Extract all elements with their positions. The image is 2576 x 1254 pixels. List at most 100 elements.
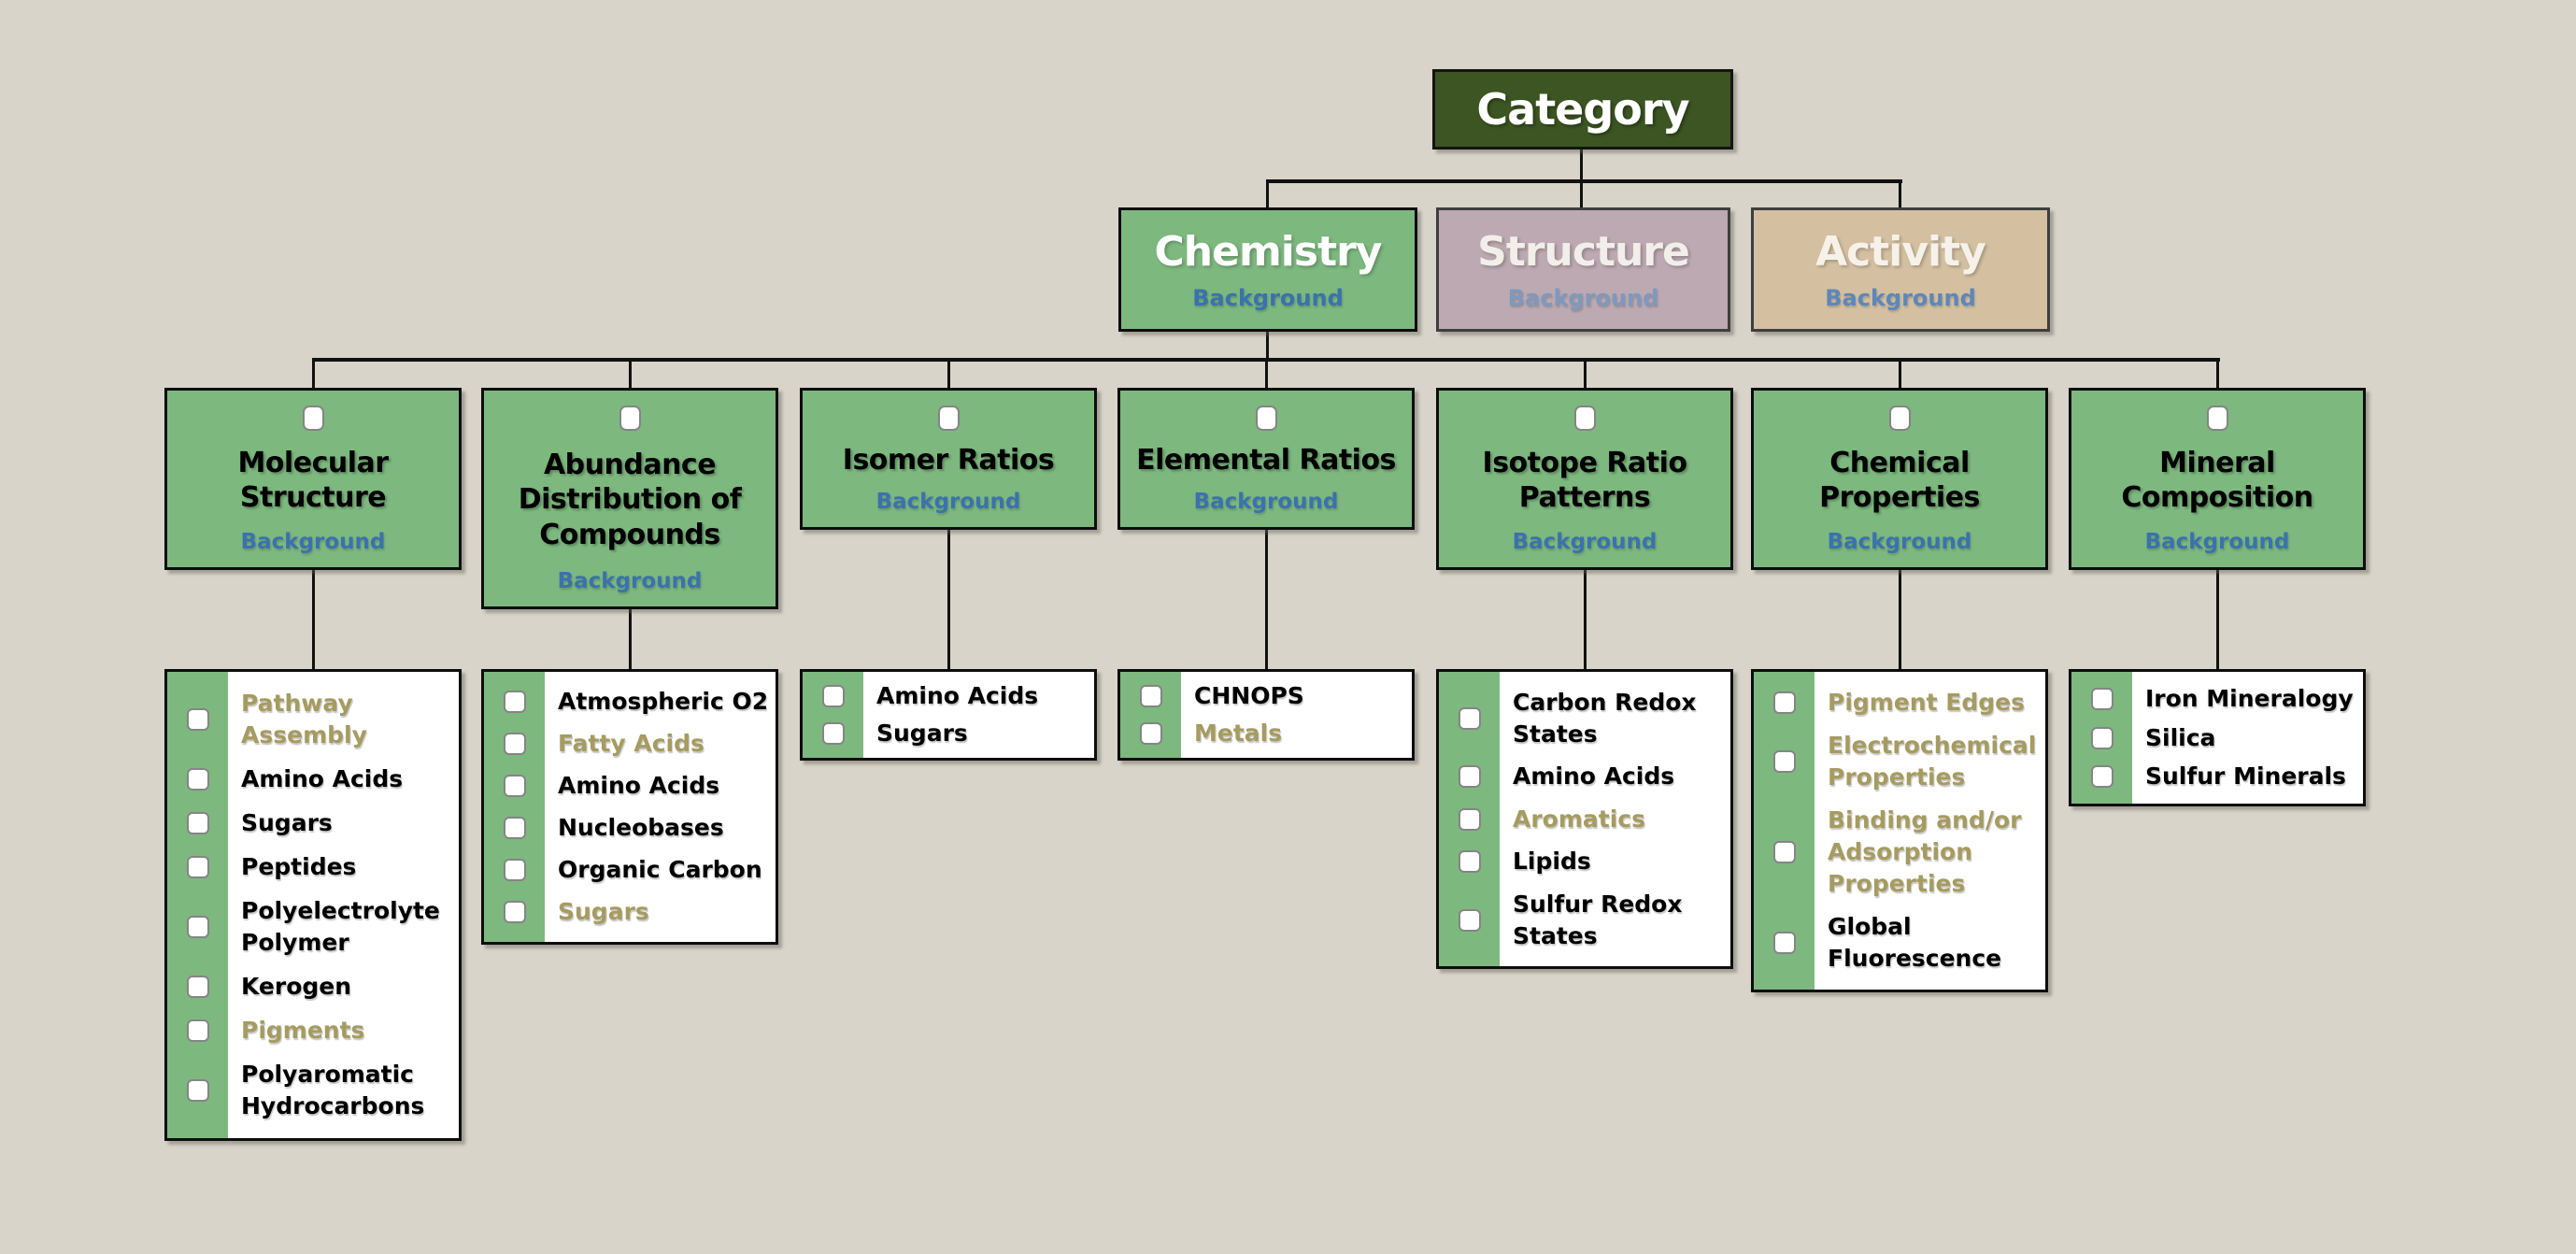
branch-chemistry[interactable]: Chemistry Background [1118,207,1417,332]
list-item: Lipids [1439,846,1730,877]
abundance-distribution-checkbox[interactable] [619,406,641,431]
item-checkbox[interactable] [1772,691,1796,714]
background-link[interactable]: Background [1825,285,1976,311]
connector-line [1580,148,1583,183]
item-checkbox[interactable] [1772,932,1796,954]
item-checkbox[interactable] [1139,685,1162,708]
item-label: Peptides [241,853,357,880]
item-checkbox[interactable] [1458,908,1481,932]
background-link[interactable]: Background [1193,490,1339,514]
background-link[interactable]: Background [1507,285,1659,311]
background-link[interactable]: Background [875,490,1021,514]
item-label: Pigment Edges [1828,689,2025,716]
background-link[interactable]: Background [2144,530,2290,554]
item-label: Atmospheric O2 [558,688,769,715]
item-label: Sugars [241,809,333,836]
list-isotope-ratio-patterns: Carbon Redox States Amino Acids Aromatic… [1436,669,1733,969]
background-link[interactable]: Background [1827,530,1972,554]
list-item: Amino Acids [1439,761,1730,792]
item-checkbox[interactable] [503,775,526,797]
item-label: Lipids [1513,848,1591,875]
item-checkbox[interactable] [821,685,845,708]
item-checkbox[interactable] [186,916,209,938]
node-mineral-composition: Mineral Composition Background [2069,388,2366,570]
item-checkbox[interactable] [1772,750,1796,773]
item-label: Sugars [558,898,649,925]
item-checkbox[interactable] [1772,841,1796,863]
list-item: Binding and/or Adsorption Properties [1754,805,2045,900]
list-item: Sugars [484,896,776,928]
list-elemental-ratios: CHNOPS Metals [1117,669,1415,761]
chemical-properties-checkbox[interactable] [1888,406,1911,431]
list-item: Sugars [803,718,1094,749]
list-item: Polyelectrolyte Polymer [167,895,459,959]
item-label: Organic Carbon [558,856,762,883]
branch-structure[interactable]: Structure Background [1436,207,1730,332]
list-item: Pigment Edges [1754,687,2045,719]
list-item: Amino Acids [167,763,459,795]
item-checkbox[interactable] [186,976,209,998]
mineral-composition-checkbox[interactable] [2206,406,2228,431]
background-link[interactable]: Background [1192,285,1344,311]
item-checkbox[interactable] [2090,726,2113,749]
item-checkbox[interactable] [503,901,526,923]
list-item: Pathway Assembly [167,688,459,751]
item-checkbox[interactable] [2090,765,2113,789]
branch-activity-label: Activity [1815,228,1986,276]
background-link[interactable]: Background [1512,530,1658,554]
isotope-ratio-patterns-checkbox[interactable] [1573,406,1596,431]
node-abundance-distribution: Abundance Distribution of Compounds Back… [481,388,778,609]
list-item: Silica [2071,722,2363,754]
list-abundance-distribution: Atmospheric O2 Fatty Acids Amino Acids N… [481,669,778,945]
branch-chemistry-label: Chemistry [1154,228,1383,276]
item-checkbox[interactable] [821,721,845,745]
item-label: Nucleobases [558,814,724,841]
connector-line [1266,330,1269,361]
list-item: Electrochemical Properties [1754,730,2045,793]
root-category-node: Category [1432,69,1733,150]
list-chemical-properties: Pigment Edges Electrochemical Properties… [1751,669,2048,992]
node-title: Molecular Structure [237,446,389,515]
list-item: Sulfur Minerals [2071,761,2363,792]
background-link[interactable]: Background [557,569,703,593]
item-label: Silica [2145,723,2216,751]
background-link[interactable]: Background [240,530,386,554]
list-item: Carbon Redox States [1439,687,1730,750]
item-checkbox[interactable] [503,733,526,755]
list-item: Peptides [167,851,459,883]
node-title: Chemical Properties [1819,446,1980,515]
item-checkbox[interactable] [186,708,209,731]
item-checkbox[interactable] [2090,687,2113,710]
item-checkbox[interactable] [186,1079,209,1102]
molecular-structure-checkbox[interactable] [302,406,324,431]
node-title: Abundance Distribution of Compounds [518,448,742,551]
item-checkbox[interactable] [186,768,209,791]
connector-line [1899,179,1901,209]
list-isomer-ratios: Amino Acids Sugars [800,669,1097,761]
node-title: Elemental Ratios [1136,443,1396,477]
list-item: Global Fluorescence [1754,911,2045,975]
item-checkbox[interactable] [1458,765,1481,788]
item-label: Amino Acids [876,682,1039,710]
branch-activity[interactable]: Activity Background [1751,207,2050,332]
item-checkbox[interactable] [1139,721,1162,745]
elemental-ratios-checkbox[interactable] [1255,406,1277,431]
node-chemical-properties: Chemical Properties Background [1751,388,2048,570]
list-item: Pigments [167,1015,459,1047]
item-checkbox[interactable] [1458,850,1481,873]
item-checkbox[interactable] [186,812,209,834]
item-checkbox[interactable] [1458,706,1481,730]
item-checkbox[interactable] [503,859,526,881]
list-item: Fatty Acids [484,728,776,760]
item-label: Amino Acids [558,772,720,799]
connector-line [1266,179,1902,183]
item-checkbox[interactable] [503,691,526,713]
item-checkbox[interactable] [503,817,526,839]
item-label: Amino Acids [1513,762,1675,790]
isomer-ratios-checkbox[interactable] [937,406,960,431]
list-item: Polyaromatic Hydrocarbons [167,1059,459,1122]
item-checkbox[interactable] [186,856,209,878]
list-item: Sulfur Redox States [1439,889,1730,952]
item-checkbox[interactable] [186,1019,209,1042]
item-checkbox[interactable] [1458,807,1481,831]
